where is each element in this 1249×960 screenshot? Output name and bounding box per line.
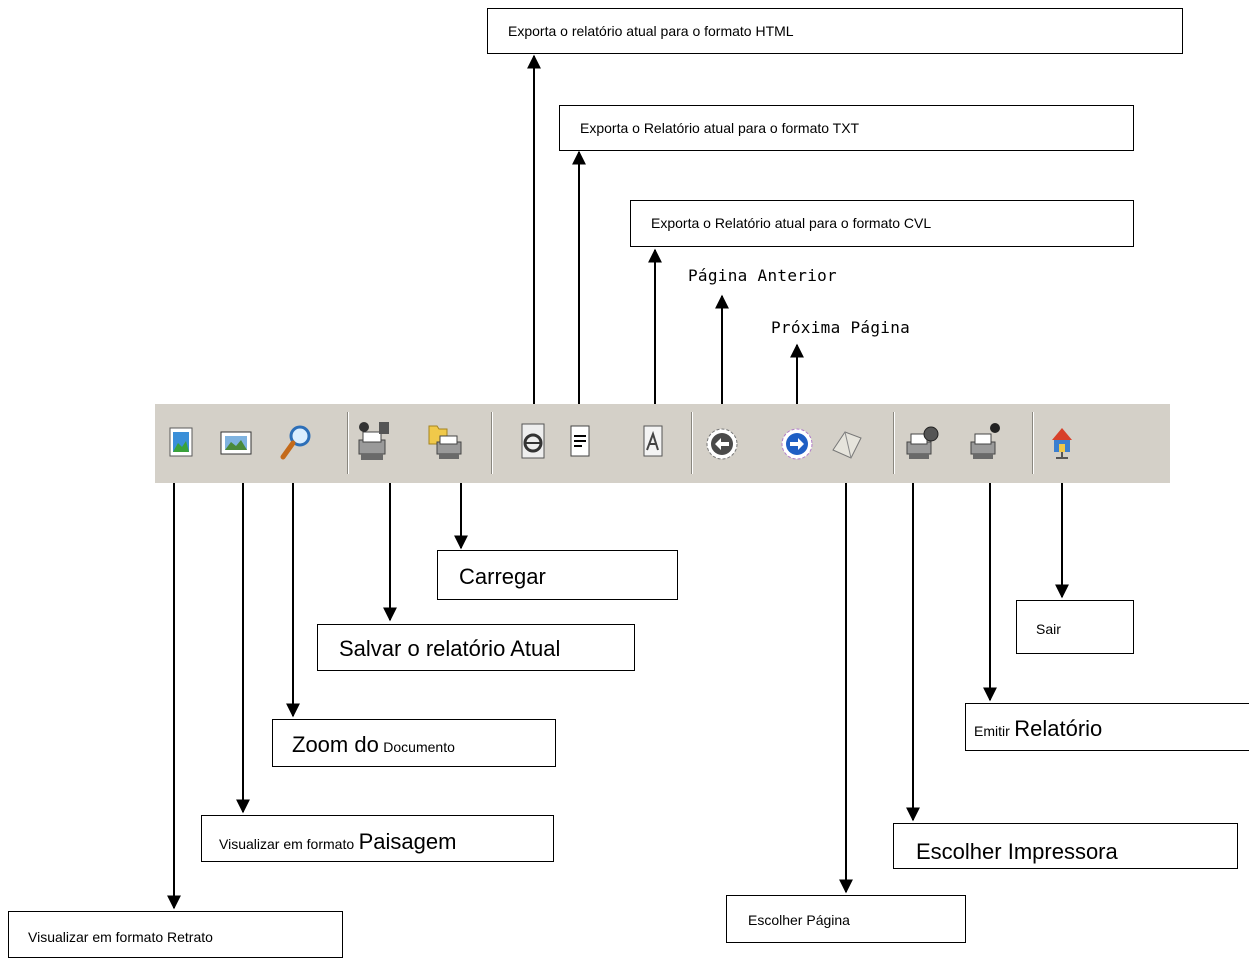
export-cvl-button[interactable] bbox=[633, 414, 673, 470]
text-document-icon bbox=[570, 425, 590, 457]
export-html-callout: Exporta o relatório atual para o formato… bbox=[487, 8, 1183, 54]
open-book-icon bbox=[832, 431, 862, 459]
portrait-view-button[interactable] bbox=[160, 414, 200, 470]
choose-printer-button[interactable] bbox=[901, 414, 941, 470]
portrait-callout: Visualizar em formato Retrato bbox=[8, 911, 343, 958]
export-cvl-label: Exporta o Relatório atual para o formato… bbox=[651, 215, 932, 231]
landscape-page-icon bbox=[220, 431, 252, 455]
save-report-button[interactable] bbox=[353, 414, 393, 470]
choose-page-callout: Escolher Página bbox=[726, 895, 966, 943]
report-viewer-toolbar bbox=[155, 404, 1170, 483]
zoom-label-big: Zoom do bbox=[292, 732, 379, 757]
zoom-callout: Zoom do Documento bbox=[272, 719, 556, 767]
export-html-label: Exporta o relatório atual para o formato… bbox=[508, 23, 794, 39]
exit-callout: Sair bbox=[1016, 600, 1134, 654]
toolbar-separator bbox=[1032, 412, 1034, 474]
exit-button[interactable] bbox=[1042, 414, 1082, 470]
export-txt-callout: Exporta o Relatório atual para o formato… bbox=[559, 105, 1134, 151]
printer-save-icon bbox=[358, 422, 389, 460]
arrow-right-circle-icon bbox=[781, 428, 813, 460]
choose-page-button[interactable] bbox=[827, 414, 867, 470]
landscape-view-button[interactable] bbox=[215, 414, 255, 470]
zoom-label-small: Documento bbox=[383, 739, 455, 755]
choose-printer-callout: Escolher Impressora bbox=[893, 823, 1238, 869]
previous-page-label: Página Anterior bbox=[688, 266, 837, 285]
save-label: Salvar o relatório Atual bbox=[339, 636, 561, 661]
save-callout: Salvar o relatório Atual bbox=[317, 624, 635, 671]
export-html-button[interactable] bbox=[513, 414, 553, 470]
arrow-left-circle-icon bbox=[706, 428, 738, 460]
export-txt-label: Exporta o Relatório atual para o formato… bbox=[580, 120, 860, 136]
printer-folder-icon bbox=[428, 425, 462, 459]
load-button[interactable] bbox=[425, 414, 465, 470]
portrait-label: Visualizar em formato Retrato bbox=[28, 929, 213, 945]
choose-page-label: Escolher Página bbox=[748, 912, 850, 928]
toolbar-separator bbox=[691, 412, 693, 474]
exit-label: Sair bbox=[1036, 621, 1061, 637]
print-report-callout: Emitir Relatório bbox=[965, 703, 1249, 751]
choose-printer-label: Escolher Impressora bbox=[916, 839, 1118, 864]
magnifier-icon bbox=[280, 425, 311, 460]
portrait-page-icon bbox=[169, 427, 193, 457]
export-txt-button[interactable] bbox=[560, 414, 600, 470]
internet-explorer-icon bbox=[521, 423, 545, 459]
toolbar-separator bbox=[491, 412, 493, 474]
load-label: Carregar bbox=[459, 564, 546, 589]
printer-check-icon bbox=[970, 423, 1000, 459]
landscape-label-big: Paisagem bbox=[358, 829, 457, 854]
landscape-callout: Visualizar em formato Paisagem bbox=[201, 815, 554, 862]
load-callout: Carregar bbox=[437, 550, 678, 600]
print-report-label-big: Relatório bbox=[1014, 716, 1103, 741]
toolbar-separator bbox=[893, 412, 895, 474]
printer-globe-icon bbox=[906, 426, 939, 459]
next-page-button[interactable] bbox=[777, 414, 817, 470]
print-report-label-small: Emitir bbox=[974, 723, 1010, 739]
export-cvl-callout: Exporta o Relatório atual para o formato… bbox=[630, 200, 1134, 247]
house-exit-icon bbox=[1052, 428, 1072, 459]
landscape-label-small: Visualizar em formato bbox=[219, 836, 355, 852]
previous-page-button[interactable] bbox=[702, 414, 742, 470]
print-report-button[interactable] bbox=[965, 414, 1005, 470]
next-page-label: Próxima Página bbox=[771, 318, 911, 337]
zoom-button[interactable] bbox=[275, 414, 315, 470]
toolbar-separator bbox=[347, 412, 349, 474]
cvl-document-icon bbox=[643, 425, 663, 457]
